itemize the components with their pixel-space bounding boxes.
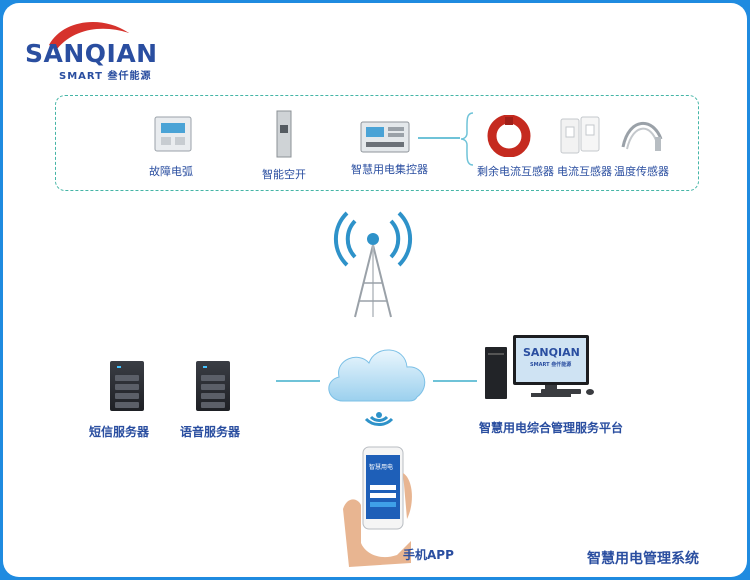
voice-server-icon bbox=[196, 361, 230, 411]
server-cloud-connector bbox=[276, 380, 320, 382]
logo-brand: SANQIAN bbox=[25, 39, 158, 68]
sms-server-icon bbox=[110, 361, 144, 411]
current-ct-label: 电流互感器 bbox=[557, 165, 612, 178]
residual-current-transformer-icon bbox=[487, 115, 531, 157]
cloud-platform-connector bbox=[433, 380, 477, 382]
controller-label: 智慧用电集控器 bbox=[351, 163, 428, 176]
screen-logo-brand: SANQIAN bbox=[523, 346, 580, 359]
controller-connector bbox=[418, 137, 460, 139]
app-label: 手机APP bbox=[403, 548, 454, 562]
current-transformer-icon bbox=[560, 116, 600, 154]
temp-sensor-label: 温度传感器 bbox=[614, 165, 669, 178]
residual-ct-label: 剩余电流互感器 bbox=[477, 165, 554, 178]
smart-breaker-icon bbox=[276, 110, 292, 158]
system-title: 智慧用电管理系统 bbox=[587, 551, 699, 567]
wifi-icon bbox=[364, 412, 394, 426]
logo-tagline: SMART 叁仟能源 bbox=[59, 71, 152, 82]
smartphone-icon bbox=[343, 446, 412, 567]
brace-icon bbox=[460, 112, 474, 166]
logo-swoosh-icon bbox=[49, 21, 129, 49]
fault-arc-device-icon bbox=[154, 116, 192, 152]
controller-icon bbox=[360, 121, 410, 153]
platform-label: 智慧用电综合管理服务平台 bbox=[479, 421, 624, 435]
tower-antenna-icon bbox=[333, 211, 413, 318]
keyboard-mouse-icon bbox=[541, 389, 594, 395]
fault-arc-label: 故障电弧 bbox=[149, 165, 193, 178]
voice-server-label: 语音服务器 bbox=[180, 425, 241, 439]
cloud-icon bbox=[328, 349, 426, 402]
sms-server-label: 短信服务器 bbox=[89, 425, 150, 439]
desktop-computer-icon bbox=[485, 335, 589, 399]
temperature-sensor-icon bbox=[621, 121, 663, 151]
device-panel bbox=[55, 95, 699, 191]
phone-screen-title: 智慧用电 bbox=[369, 464, 394, 471]
smart-breaker-label: 智能空开 bbox=[262, 168, 306, 181]
diagram-frame: SANQIAN SMART 叁仟能源 故障电弧 智能空开 智慧用电集控器 剩余电… bbox=[3, 3, 747, 577]
screen-logo-tagline: SMART 叁仟能源 bbox=[530, 362, 572, 368]
